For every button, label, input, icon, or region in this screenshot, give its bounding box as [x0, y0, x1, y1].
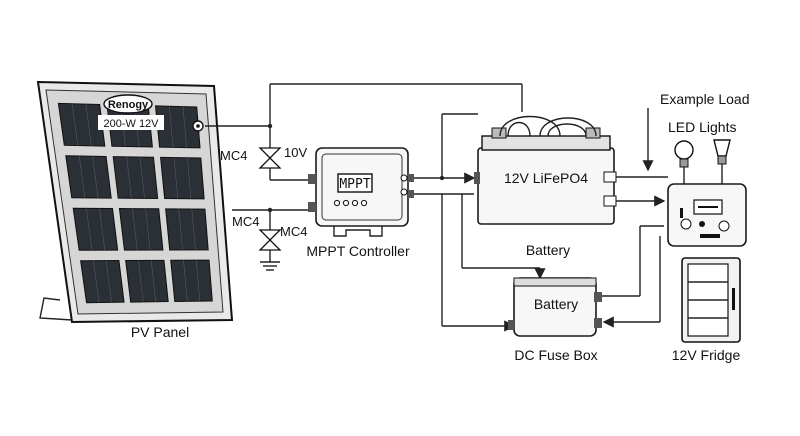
panel-cell — [165, 208, 209, 251]
panel-cell-line — [183, 260, 188, 302]
example-load-label: Example Load — [660, 91, 750, 107]
panel-cell — [65, 155, 112, 199]
panel-cell-line — [85, 104, 92, 146]
panel-cell-line — [150, 260, 156, 302]
panel-brand: Renogy — [108, 99, 149, 111]
panel-cell — [170, 259, 213, 302]
mppt-display — [337, 173, 373, 193]
battery-label-above-fuse: Battery — [526, 242, 570, 258]
panel-cell — [125, 259, 169, 303]
mppt-controller: MPPT — [308, 147, 414, 237]
panel-stand — [39, 297, 73, 321]
panel-cell-line — [78, 155, 86, 198]
panel-cell-line — [99, 208, 106, 251]
mc4-label-bottom-right: MC4 — [280, 224, 307, 239]
panel-cell-line — [195, 260, 201, 302]
panel-cell-line — [182, 106, 187, 148]
panel-cell-line — [71, 103, 79, 146]
panel-cell — [57, 102, 106, 147]
battery-wiring — [414, 113, 546, 332]
renogy-logo — [103, 94, 153, 114]
dc-fuse-box — [508, 277, 602, 337]
led-bulb-left-icon — [674, 140, 694, 184]
panel-cell-line — [132, 208, 138, 251]
mc4-label-bottom: MC4 — [232, 214, 259, 229]
battery-label: 12V LiFePO4 — [504, 170, 588, 186]
panel-cell — [80, 260, 125, 304]
pv-wiring — [205, 83, 523, 271]
mc4-connector-top-icon — [258, 147, 282, 169]
panel-cell-line — [138, 260, 144, 302]
led-bulb-right-icon — [713, 139, 731, 184]
led-lights-label: LED Lights — [668, 119, 736, 135]
panel-cell-line — [86, 208, 93, 251]
panel-cell-line — [178, 208, 183, 251]
battery-lifepo4 — [474, 115, 617, 225]
panel-cell — [160, 156, 205, 200]
panel-cell-line — [105, 260, 112, 303]
fridge-icon — [681, 257, 741, 343]
pv-panel-caption: PV Panel — [131, 324, 189, 340]
panel-cell-line — [139, 157, 145, 199]
panel-cell — [112, 156, 159, 199]
fuse-box-caption: DC Fuse Box — [514, 347, 597, 363]
mppt-display-text: MPPT — [339, 177, 370, 192]
panel-cell-line — [168, 106, 174, 148]
voltage-label: 10V — [284, 145, 307, 160]
panel-rating: 200-W 12V — [103, 118, 159, 130]
fuse-box-inner-label: Battery — [534, 296, 578, 312]
mc4-connector-bottom-icon — [258, 229, 282, 251]
load-wiring — [602, 108, 668, 328]
load-distribution-box — [667, 183, 747, 247]
panel-cell-line — [191, 208, 196, 250]
mppt-caption: MPPT Controller — [306, 243, 410, 259]
panel-cell-line — [173, 157, 179, 199]
panel-cell-line — [187, 157, 192, 199]
panel-cell — [118, 208, 164, 251]
mc4-label-top: MC4 — [220, 148, 247, 163]
panel-cell-line — [145, 208, 151, 251]
fridge-caption: 12V Fridge — [672, 347, 741, 363]
panel-cell — [72, 207, 119, 251]
panel-cell-line — [92, 156, 99, 199]
pv-panel: Renogy 200-W 12V — [36, 80, 234, 324]
panel-cell-line — [126, 156, 132, 199]
panel-cell-line — [93, 260, 100, 303]
